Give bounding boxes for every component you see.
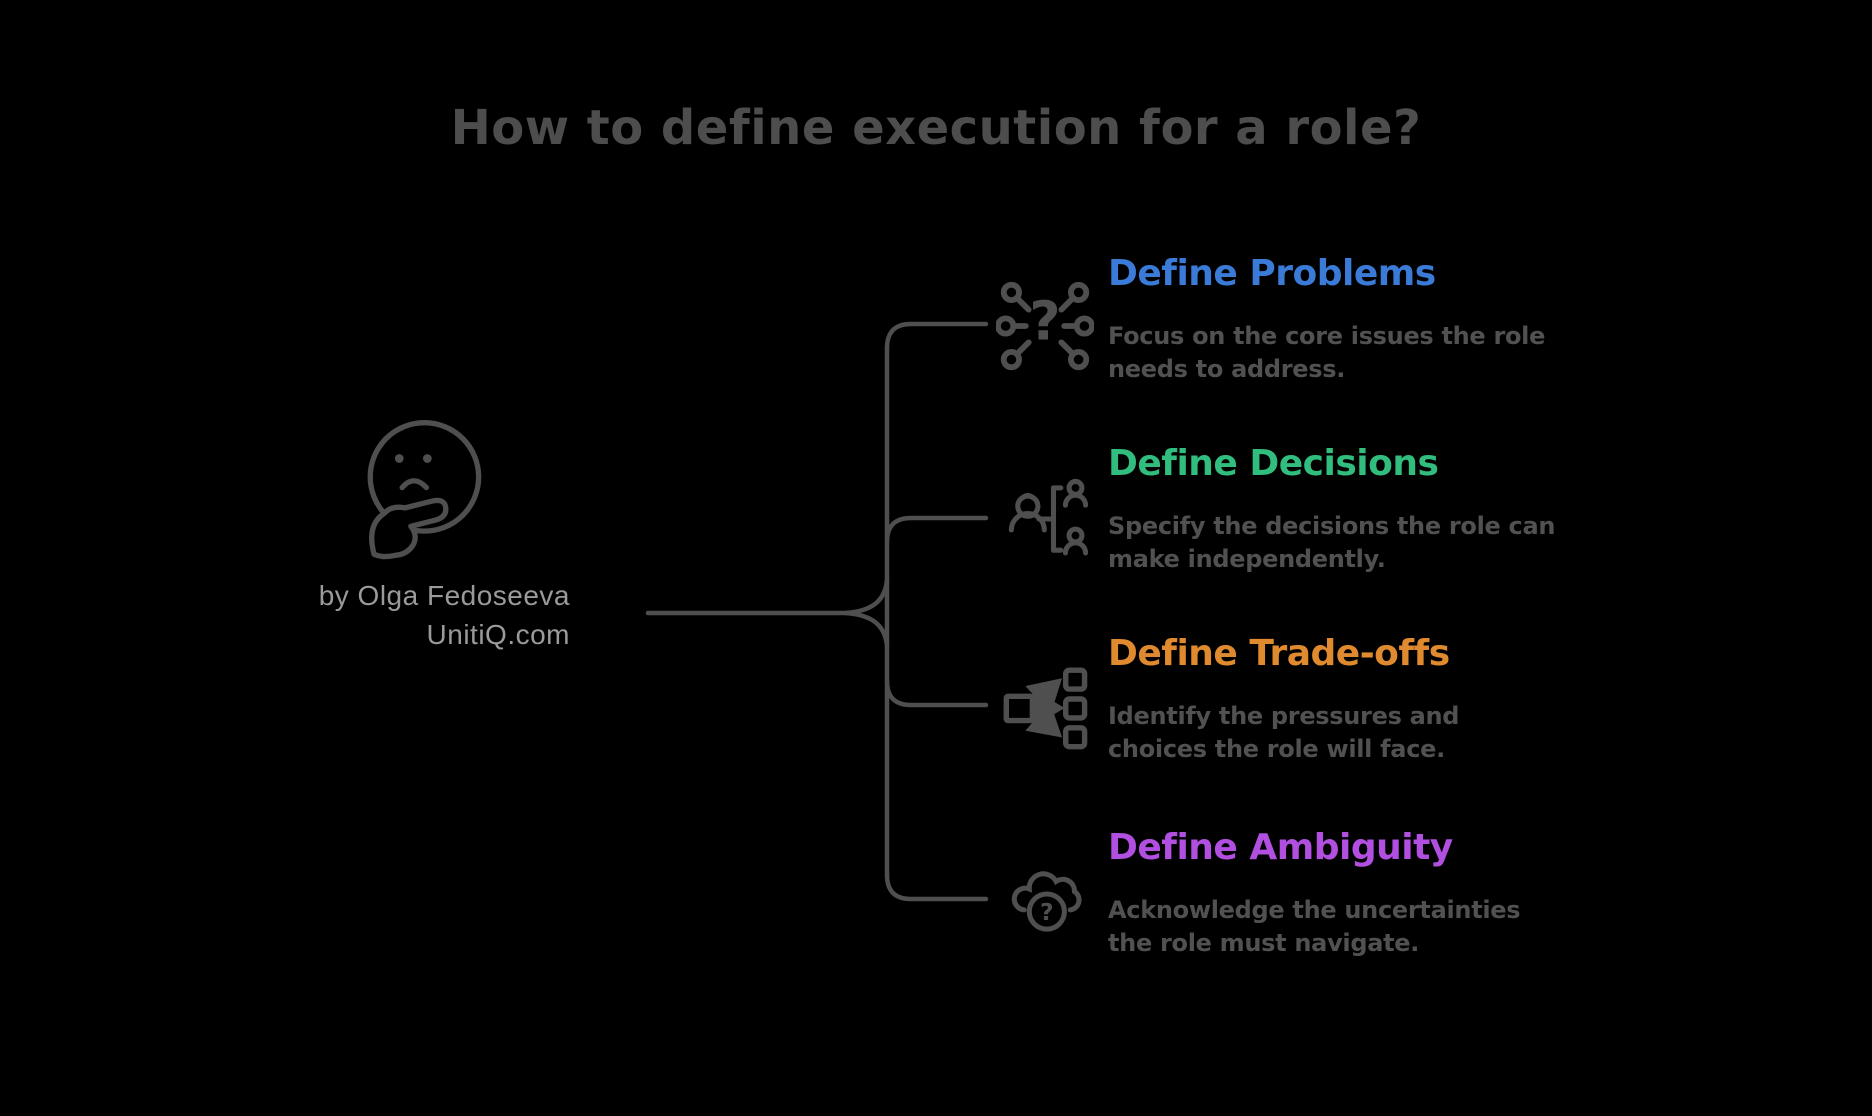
question-network-icon: ? (996, 278, 1094, 374)
branch-define-ambiguity: Define Ambiguity Acknowledge the uncerta… (1108, 826, 1588, 960)
branch-description: Focus on the core issues the role needs … (1108, 322, 1546, 383)
branch-heading: Define Decisions (1108, 443, 1439, 484)
branch-description: Specify the decisions the role can make … (1108, 512, 1556, 573)
branch-define-decisions: Define Decisions Specify the decisions t… (1108, 442, 1588, 576)
branch-description: Identify the pressures and choices the r… (1108, 702, 1460, 763)
cloud-question-icon: ? (1004, 858, 1088, 940)
attribution: by Olga Fedoseeva UnitiQ.com (230, 576, 570, 654)
branch-heading: Define Problems (1108, 253, 1436, 294)
center-node (345, 413, 500, 565)
attribution-site[interactable]: UnitiQ.com (426, 619, 570, 650)
branch-define-problems: Define Problems Focus on the core issues… (1108, 252, 1588, 386)
svg-text:?: ? (1029, 289, 1060, 352)
branch-heading: Define Ambiguity (1108, 827, 1453, 868)
page-title: How to define execution for a role? (450, 100, 1422, 156)
branch-description: Acknowledge the uncertainties the role m… (1108, 896, 1521, 957)
delegation-icon (1002, 475, 1094, 563)
thinking-face-icon (367, 420, 482, 560)
branch-define-trade-offs: Define Trade-offs Identify the pressures… (1108, 632, 1588, 766)
branch-heading: Define Trade-offs (1108, 633, 1450, 674)
attribution-author: by Olga Fedoseeva (318, 580, 570, 611)
svg-text:?: ? (1040, 898, 1054, 926)
branching-arrows-icon (1000, 663, 1090, 753)
